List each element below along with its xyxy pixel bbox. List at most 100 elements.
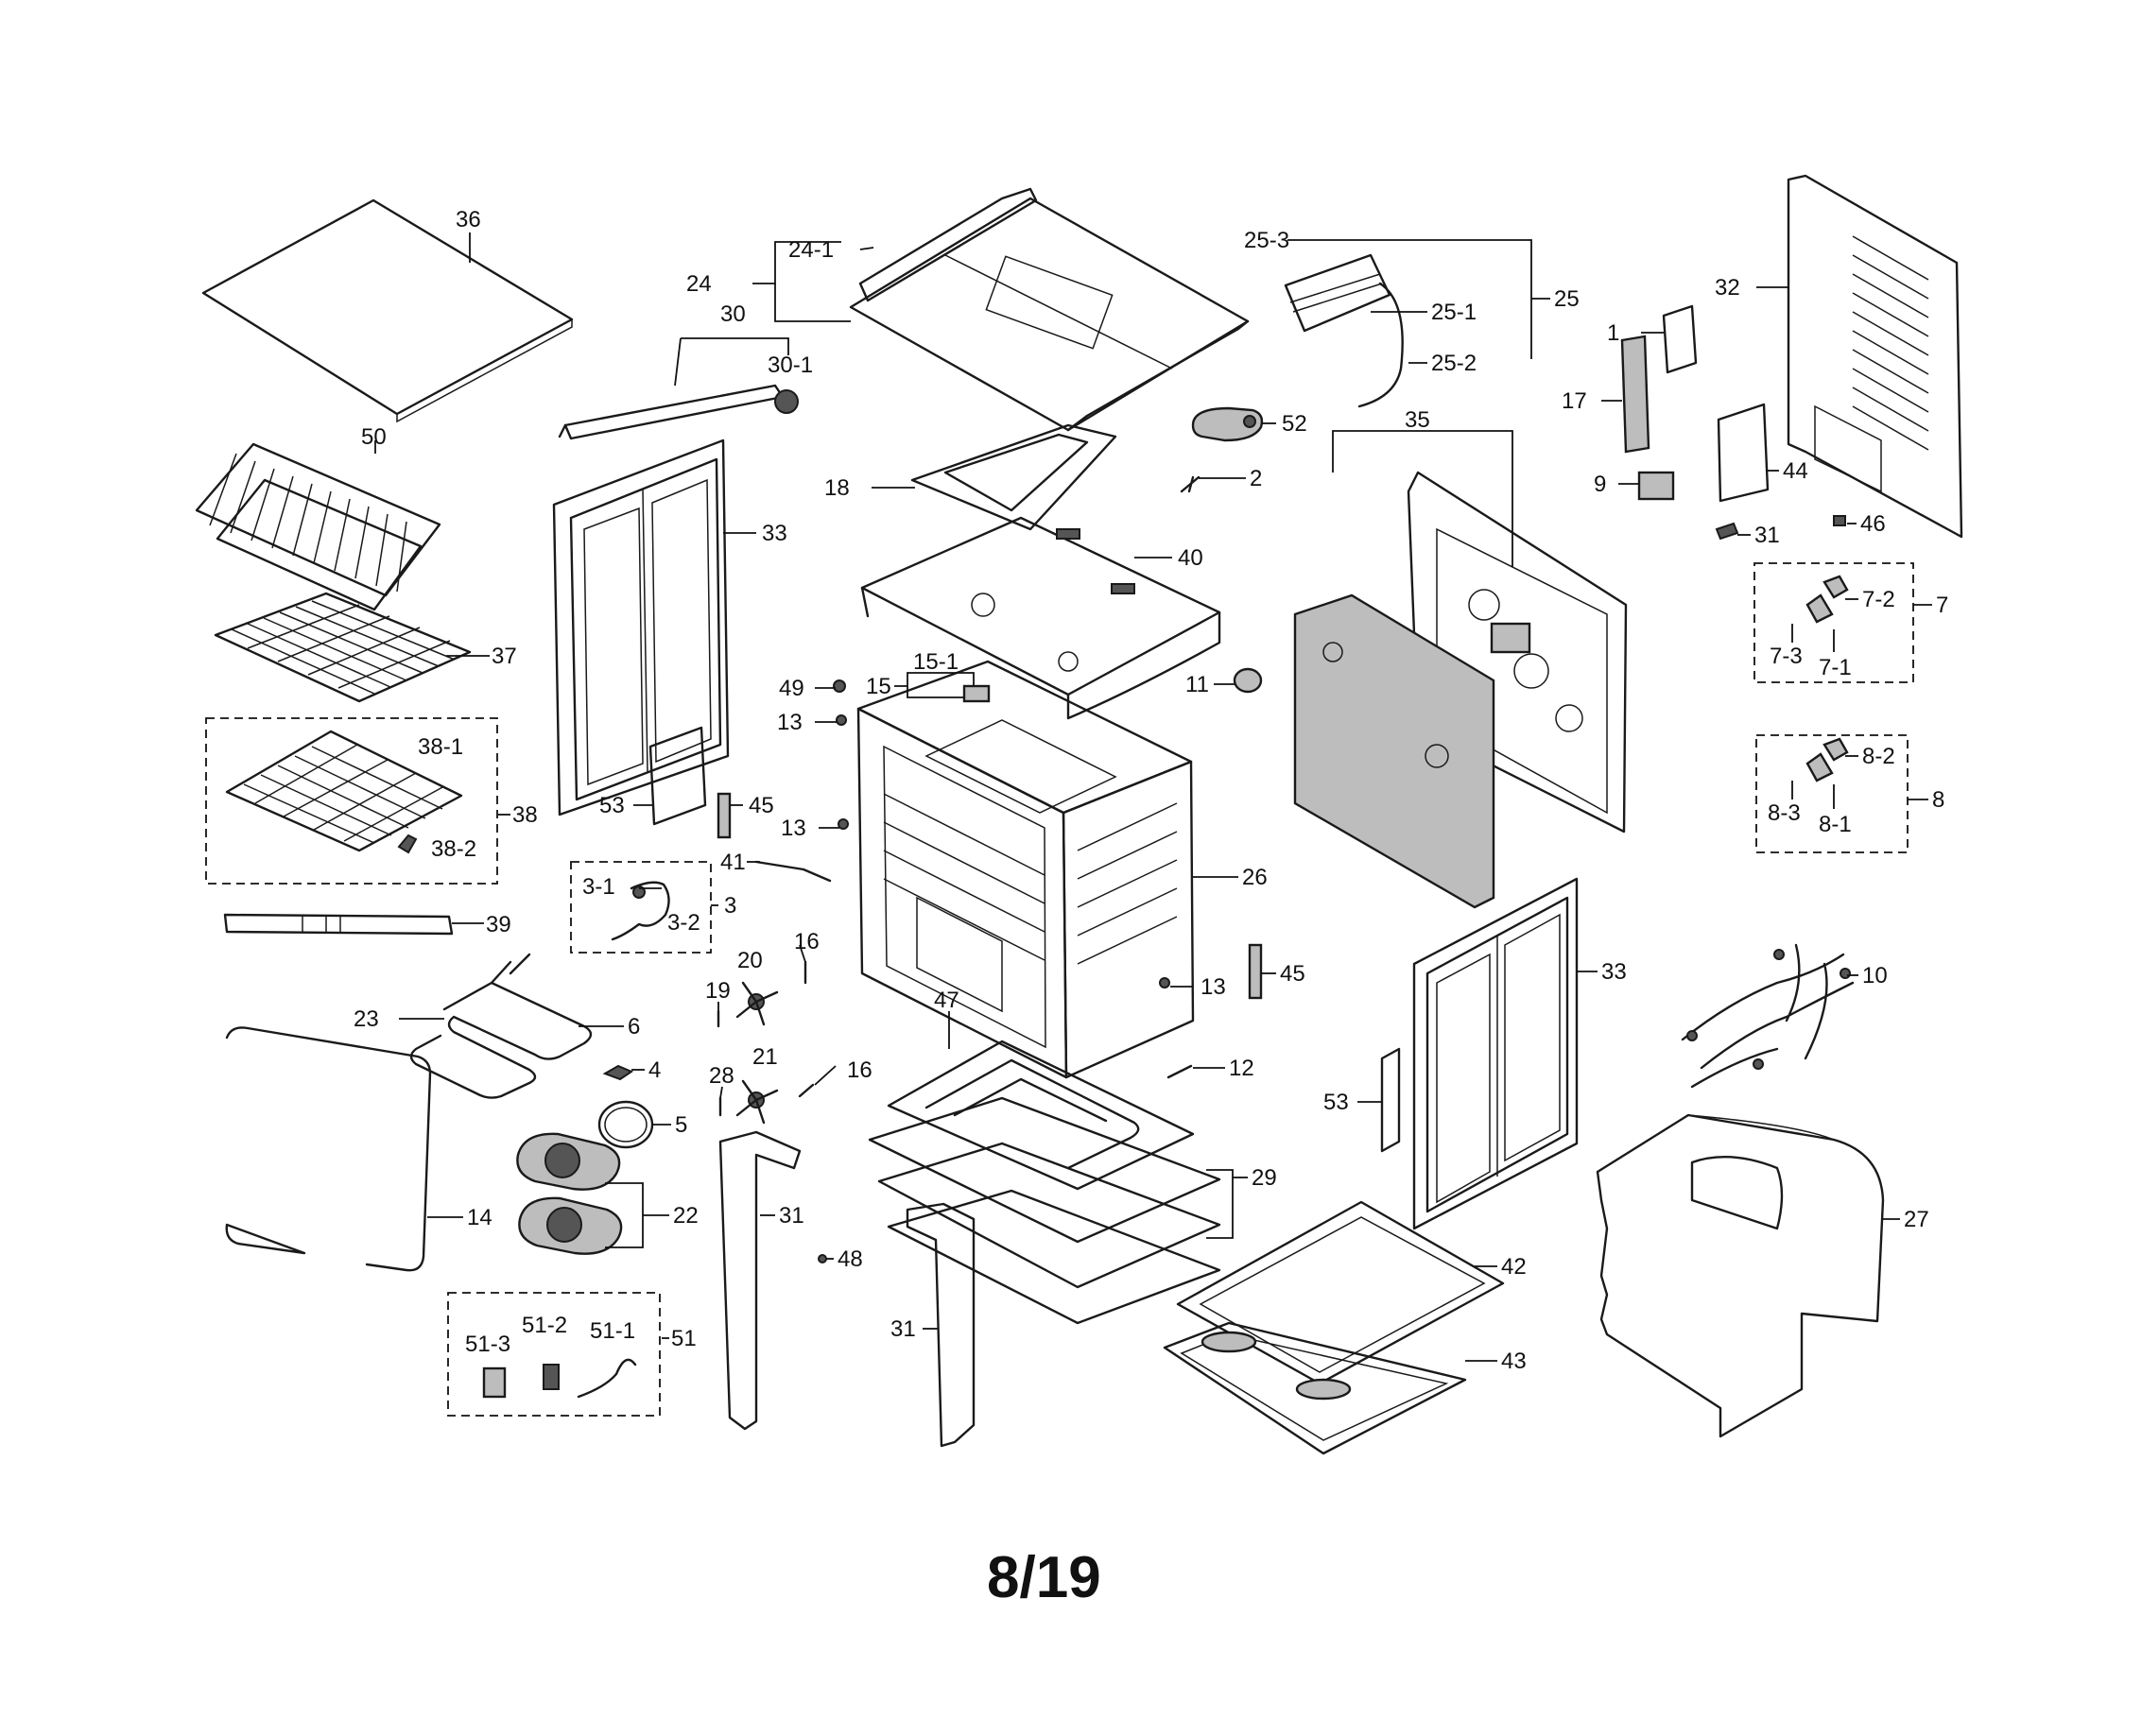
label-31-b: 31 bbox=[890, 1316, 916, 1342]
label-41: 41 bbox=[720, 850, 746, 875]
part-13-screw-c bbox=[1159, 977, 1170, 988]
part-18-bracket bbox=[910, 423, 1117, 531]
label-39: 39 bbox=[486, 912, 511, 937]
part-44-bracket bbox=[1717, 403, 1770, 503]
part-52-oval-cover bbox=[1191, 406, 1264, 442]
label-8-2: 8-2 bbox=[1862, 744, 1895, 769]
part-38-rack-assembly bbox=[205, 717, 498, 885]
label-31-c: 31 bbox=[1754, 523, 1780, 548]
label-18: 18 bbox=[824, 475, 850, 501]
part-3-wire-assembly bbox=[570, 861, 712, 954]
label-5: 5 bbox=[675, 1112, 687, 1138]
label-40: 40 bbox=[1178, 545, 1203, 571]
part-35-insulation bbox=[1293, 593, 1495, 909]
label-37: 37 bbox=[492, 644, 517, 669]
label-7-1: 7-1 bbox=[1819, 655, 1852, 680]
label-52: 52 bbox=[1282, 411, 1307, 437]
label-45-left: 45 bbox=[749, 793, 774, 818]
label-25: 25 bbox=[1554, 286, 1580, 312]
label-3-1: 3-1 bbox=[582, 874, 615, 900]
part-53-bracket-left bbox=[648, 726, 707, 826]
part-36-cooktop-panel bbox=[201, 198, 574, 423]
part-29-bottom-panels bbox=[868, 1096, 1221, 1325]
part-25-hinge-assembly bbox=[1284, 253, 1404, 408]
label-19: 19 bbox=[705, 978, 731, 1004]
label-33-left: 33 bbox=[762, 521, 787, 546]
label-4: 4 bbox=[648, 1057, 661, 1083]
label-8-1: 8-1 bbox=[1819, 812, 1852, 837]
label-9: 9 bbox=[1594, 472, 1606, 497]
part-4-bracket bbox=[602, 1064, 634, 1081]
part-5-gasket-ring bbox=[597, 1100, 654, 1149]
label-48: 48 bbox=[838, 1246, 863, 1272]
label-20: 20 bbox=[737, 948, 763, 973]
label-29: 29 bbox=[1252, 1165, 1277, 1191]
part-31-trim-right bbox=[906, 1202, 976, 1448]
part-47-bottom-element bbox=[887, 1040, 1195, 1191]
part-41-rod bbox=[754, 860, 832, 883]
label-38-2: 38-2 bbox=[431, 836, 476, 862]
label-6: 6 bbox=[628, 1014, 640, 1040]
page-number: 8/19 bbox=[987, 1545, 1101, 1610]
label-13-c: 13 bbox=[1201, 974, 1226, 1000]
label-38-1: 38-1 bbox=[418, 734, 463, 760]
part-40-top-shield bbox=[860, 516, 1221, 720]
part-14-door-gasket bbox=[225, 1026, 432, 1272]
part-37-oven-rack bbox=[214, 592, 472, 703]
label-26: 26 bbox=[1242, 865, 1268, 890]
label-7: 7 bbox=[1936, 593, 1948, 618]
label-35: 35 bbox=[1405, 407, 1430, 433]
part-7-thermostat-assembly bbox=[1753, 562, 1914, 683]
label-49: 49 bbox=[779, 676, 804, 701]
part-13-screw-b bbox=[838, 818, 849, 830]
label-33-right: 33 bbox=[1601, 959, 1627, 985]
part-6-bake-element bbox=[409, 953, 593, 1099]
label-15-1: 15-1 bbox=[913, 649, 959, 675]
label-31-a: 31 bbox=[779, 1203, 804, 1229]
part-31-clip bbox=[1715, 522, 1739, 541]
part-30-hinge-arm bbox=[558, 384, 799, 440]
part-16-shaft-b bbox=[798, 1083, 815, 1098]
label-17: 17 bbox=[1562, 388, 1587, 414]
part-labels: 36 50 37 38-1 38-2 38 39 23 6 4 5 14 22 … bbox=[354, 207, 1948, 1374]
part-8-thermostat-assembly bbox=[1755, 734, 1909, 853]
label-43: 43 bbox=[1501, 1349, 1527, 1374]
label-50: 50 bbox=[361, 424, 387, 450]
part-13-screw-a bbox=[836, 714, 847, 726]
label-1: 1 bbox=[1607, 320, 1619, 346]
label-47: 47 bbox=[934, 988, 959, 1013]
part-50-broiler-rack bbox=[195, 442, 441, 611]
label-25-2: 25-2 bbox=[1431, 351, 1477, 376]
label-30-1: 30-1 bbox=[768, 352, 813, 378]
label-15: 15 bbox=[866, 674, 891, 699]
label-21: 21 bbox=[752, 1044, 778, 1070]
label-24: 24 bbox=[686, 271, 712, 297]
label-27: 27 bbox=[1904, 1207, 1929, 1232]
part-53-bracket-right bbox=[1380, 1047, 1401, 1153]
label-42: 42 bbox=[1501, 1254, 1527, 1280]
label-7-3: 7-3 bbox=[1770, 644, 1803, 669]
part-10-wire-harness bbox=[1681, 943, 1855, 1089]
label-3: 3 bbox=[724, 893, 736, 919]
label-12: 12 bbox=[1229, 1056, 1254, 1081]
part-31-trim-left bbox=[718, 1130, 802, 1431]
part-15-sensor bbox=[962, 684, 991, 703]
label-46: 46 bbox=[1860, 511, 1886, 537]
label-24-1: 24-1 bbox=[788, 237, 834, 263]
label-16-b: 16 bbox=[847, 1057, 872, 1083]
part-22-convection-covers bbox=[516, 1132, 623, 1255]
part-46-spacer bbox=[1833, 515, 1846, 526]
label-16-a: 16 bbox=[794, 929, 820, 954]
part-32-rear-panel bbox=[1787, 174, 1963, 539]
label-10: 10 bbox=[1862, 963, 1888, 988]
label-13-a: 13 bbox=[777, 710, 803, 735]
part-48-screw bbox=[818, 1254, 827, 1263]
part-49-screw bbox=[833, 679, 846, 693]
part-26-oven-cavity bbox=[856, 660, 1195, 1079]
part-33-door-panel-left bbox=[552, 438, 730, 816]
part-2-wire-clip bbox=[1180, 475, 1201, 493]
label-45-right: 45 bbox=[1280, 961, 1305, 987]
label-14: 14 bbox=[467, 1205, 492, 1230]
label-51: 51 bbox=[671, 1326, 697, 1351]
